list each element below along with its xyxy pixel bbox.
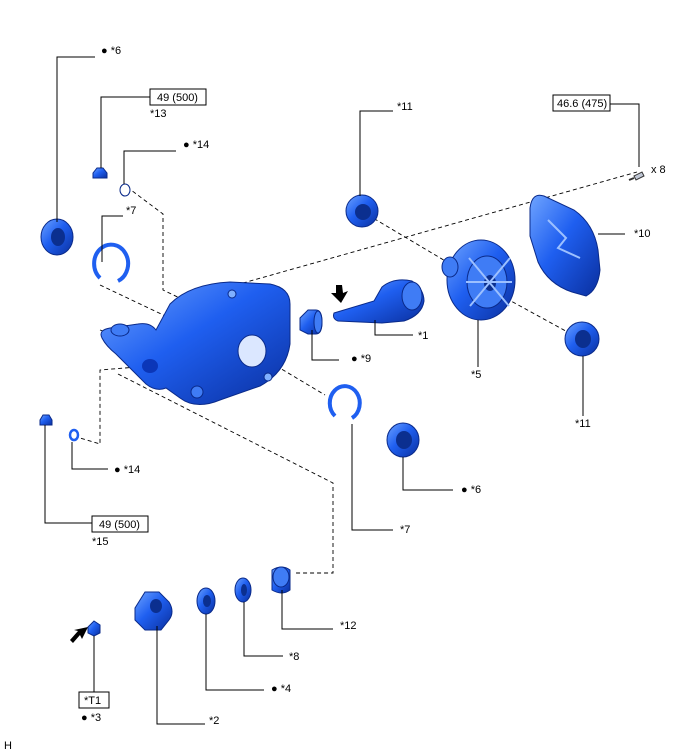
drain-plug-part bbox=[39, 414, 53, 426]
label-11-lower: *11 bbox=[575, 418, 591, 430]
label-15: *15 bbox=[92, 536, 109, 548]
label-2: *2 bbox=[209, 715, 219, 727]
filler-plug-part bbox=[92, 167, 108, 179]
spacer-part bbox=[299, 309, 323, 335]
torque-13-value: 49 (500) bbox=[157, 92, 198, 104]
label-6-upper: ● *6 bbox=[101, 45, 121, 57]
label-12: *12 bbox=[340, 620, 357, 632]
callout-labels: ● *6 49 (500) *13 ● *14 *7 *11 46.6 (475… bbox=[4, 45, 666, 752]
label-3: ● *3 bbox=[81, 712, 101, 724]
parts bbox=[39, 167, 645, 637]
drive-pinion-part bbox=[333, 279, 425, 324]
leader-lines bbox=[44, 56, 640, 725]
bearing-part bbox=[271, 566, 291, 594]
torque-box-13 bbox=[149, 88, 207, 106]
washer-4-part bbox=[196, 587, 216, 615]
tool-t1-label: *T1 bbox=[84, 695, 101, 707]
gasket-upper-part bbox=[119, 183, 131, 197]
differential-carrier-part bbox=[100, 281, 291, 405]
corner-mark: H bbox=[4, 740, 12, 752]
ring-gear-part bbox=[441, 239, 516, 321]
label-7-upper: *7 bbox=[126, 205, 136, 217]
torque-box-15 bbox=[91, 515, 149, 533]
torque-bolt-value: 46.6 (475) bbox=[557, 98, 607, 110]
oil-seal-lower-part bbox=[386, 422, 420, 458]
tool-box-t1 bbox=[78, 691, 110, 709]
oil-seal-upper-part bbox=[40, 218, 74, 256]
label-13: *13 bbox=[150, 108, 167, 120]
rear-cover-part bbox=[529, 194, 601, 297]
label-6-lower: ● *6 bbox=[461, 484, 481, 496]
gasket-lower-part bbox=[68, 428, 80, 442]
washer-8-part bbox=[234, 577, 252, 603]
install-direction-arrow-pinion bbox=[331, 285, 348, 303]
label-8: *8 bbox=[289, 651, 299, 663]
cover-bolt-part bbox=[628, 171, 645, 181]
label-11-upper: *11 bbox=[397, 101, 413, 113]
label-4: ● *4 bbox=[271, 683, 291, 695]
bearing-race-upper-part bbox=[345, 194, 379, 228]
torque-box-bolt bbox=[552, 94, 611, 112]
label-14-upper: ● *14 bbox=[183, 139, 209, 151]
snap-ring-lower-part bbox=[327, 384, 362, 420]
torque-15-value: 49 (500) bbox=[99, 519, 140, 531]
label-14-lower: ● *14 bbox=[114, 464, 140, 476]
install-direction-arrow-nut bbox=[70, 627, 88, 643]
label-7-lower: *7 bbox=[400, 524, 410, 536]
label-1: *1 bbox=[418, 330, 428, 342]
bearing-race-lower-part bbox=[564, 321, 600, 357]
companion-flange-part bbox=[134, 591, 173, 631]
label-10: *10 bbox=[634, 228, 651, 240]
bolt-quantity: x 8 bbox=[651, 164, 666, 176]
nut-part bbox=[87, 620, 101, 637]
label-5: *5 bbox=[471, 369, 481, 381]
snap-ring-upper-part bbox=[92, 242, 131, 283]
label-9: ● *9 bbox=[351, 353, 371, 365]
